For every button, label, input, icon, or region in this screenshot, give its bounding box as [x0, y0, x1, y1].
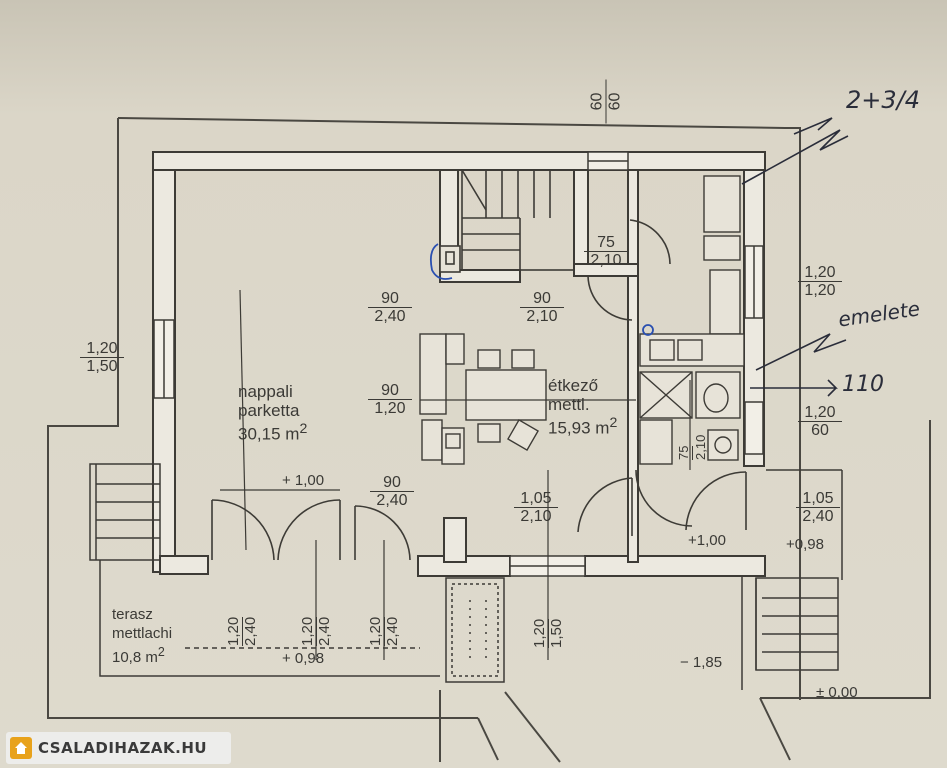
- handwritten-110: 110: [842, 372, 884, 397]
- vdim-5: 75 2,10: [676, 435, 709, 460]
- dining-set: [419, 333, 547, 465]
- handwritten-top-right: 2+3/4: [846, 86, 921, 114]
- vdim-bottom: 2,10: [693, 434, 708, 460]
- kitchen-furniture: [639, 175, 745, 465]
- dining-area-wrap: 15,93 m2: [548, 414, 617, 438]
- dim-bottom: 2,40: [374, 308, 406, 325]
- dim-top: 1,20: [798, 264, 842, 282]
- watermark-badge: CSALADIHAZAK.HU: [6, 732, 231, 764]
- dim-top: 90: [368, 290, 412, 308]
- dimension-lines: [220, 289, 691, 660]
- room-living-label: nappali parketta 30,15 m2: [238, 382, 307, 444]
- vdim-bottom: 1,50: [548, 618, 565, 648]
- level-100-b: +1,00: [688, 532, 726, 549]
- handwritten-arrows: [741, 117, 849, 397]
- dim-top: 75: [584, 234, 628, 252]
- vdim-bottom: 2,40: [316, 616, 333, 646]
- living-floor: parketta: [238, 401, 300, 420]
- vdim-bottom: 2,40: [384, 616, 401, 646]
- living-area-wrap: 30,15 m2: [238, 420, 307, 444]
- outer-outline: [47, 117, 931, 763]
- dim-120-120-right: 1,20 1,20: [798, 264, 842, 299]
- vdim-top: 1,20: [299, 616, 317, 646]
- dining-floor: mettl.: [548, 395, 590, 414]
- dim-bottom: 60: [606, 92, 624, 111]
- dim-120-60-right: 1,20 60: [798, 404, 842, 439]
- house-icon: [10, 737, 32, 759]
- level-185: − 1,85: [680, 654, 723, 671]
- dim-60-60: 60 60: [588, 79, 624, 124]
- dim-top: 1,20: [80, 340, 124, 358]
- dining-area-sup: 2: [609, 415, 618, 431]
- vdim-top: 1,20: [225, 616, 243, 646]
- room-dining-label: étkező mettl. 15,93 m2: [548, 376, 617, 438]
- staircase: [461, 169, 575, 271]
- dim-120-150-left: 1,20 1,50: [80, 340, 124, 375]
- dim-bottom: 2,10: [590, 252, 622, 269]
- dining-name: étkező: [548, 376, 599, 395]
- living-area-sup: 2: [299, 421, 308, 437]
- dim-top: 90: [368, 382, 412, 400]
- dim-75-210: 75 2,10: [584, 234, 628, 269]
- dim-90-120: 90 1,20: [368, 382, 412, 417]
- level-100-a: + 1,00: [282, 472, 325, 489]
- doors: [211, 219, 747, 561]
- level-098-a: + 0,98: [282, 650, 325, 667]
- level-000: ± 0,00: [816, 684, 858, 701]
- dim-bottom: 1,20: [374, 400, 406, 417]
- vdim-4: 1,20 1,50: [531, 618, 565, 648]
- terrace-area-wrap: 10,8 m2: [112, 643, 172, 667]
- dining-area: 15,93 m: [548, 418, 610, 438]
- living-name: nappali: [238, 382, 293, 401]
- dim-90-240-a: 90 2,40: [368, 290, 412, 325]
- level-098-b: +0,98: [786, 536, 824, 553]
- terrace-stairs-left: [89, 463, 161, 561]
- dim-105-210: 1,05 2,10: [514, 490, 558, 525]
- terrace-area: 10,8 m: [112, 649, 158, 666]
- living-area: 30,15 m: [238, 424, 300, 444]
- terrace-name: terasz: [112, 606, 153, 623]
- dim-top: 1,05: [796, 490, 840, 508]
- dim-90-210: 90 2,10: [520, 290, 564, 325]
- terrace-floor: mettlachi: [112, 625, 173, 642]
- dim-bottom: 60: [811, 422, 829, 439]
- dim-top: 90: [370, 474, 414, 492]
- watermark-text: CSALADIHAZAK.HU: [38, 739, 208, 757]
- vdim-top: 75: [676, 445, 693, 460]
- vdim-1: 1,20 2,40: [225, 616, 259, 646]
- terrace-area-sup: 2: [157, 645, 165, 659]
- dim-bottom: 2,40: [376, 492, 408, 509]
- dim-top: 60: [588, 79, 607, 124]
- terrace-outline: [99, 560, 505, 683]
- dim-90-240-b: 90 2,40: [370, 474, 414, 509]
- vdim-2: 1,20 2,40: [299, 616, 333, 646]
- blue-pen-mark: [429, 243, 453, 280]
- dim-bottom: 1,50: [86, 358, 118, 375]
- dim-105-240-right: 1,05 2,40: [796, 490, 840, 525]
- blue-dot: [642, 324, 654, 336]
- stairs-right: [741, 469, 843, 690]
- dim-bottom: 1,20: [804, 282, 836, 299]
- dim-top: 90: [520, 290, 564, 308]
- dim-bottom: 2,40: [802, 508, 834, 525]
- room-terrace-label: terasz mettlachi 10,8 m2: [112, 605, 172, 667]
- vdim-top: 1,20: [367, 616, 385, 646]
- dim-top: 1,05: [514, 490, 558, 508]
- dim-bottom: 2,10: [520, 508, 552, 525]
- dim-top: 1,20: [798, 404, 842, 422]
- vdim-top: 1,20: [531, 618, 549, 648]
- vdim-3: 1,20 2,40: [367, 616, 401, 646]
- dim-bottom: 2,10: [526, 308, 558, 325]
- vdim-bottom: 2,40: [242, 616, 259, 646]
- chimney: [439, 245, 461, 273]
